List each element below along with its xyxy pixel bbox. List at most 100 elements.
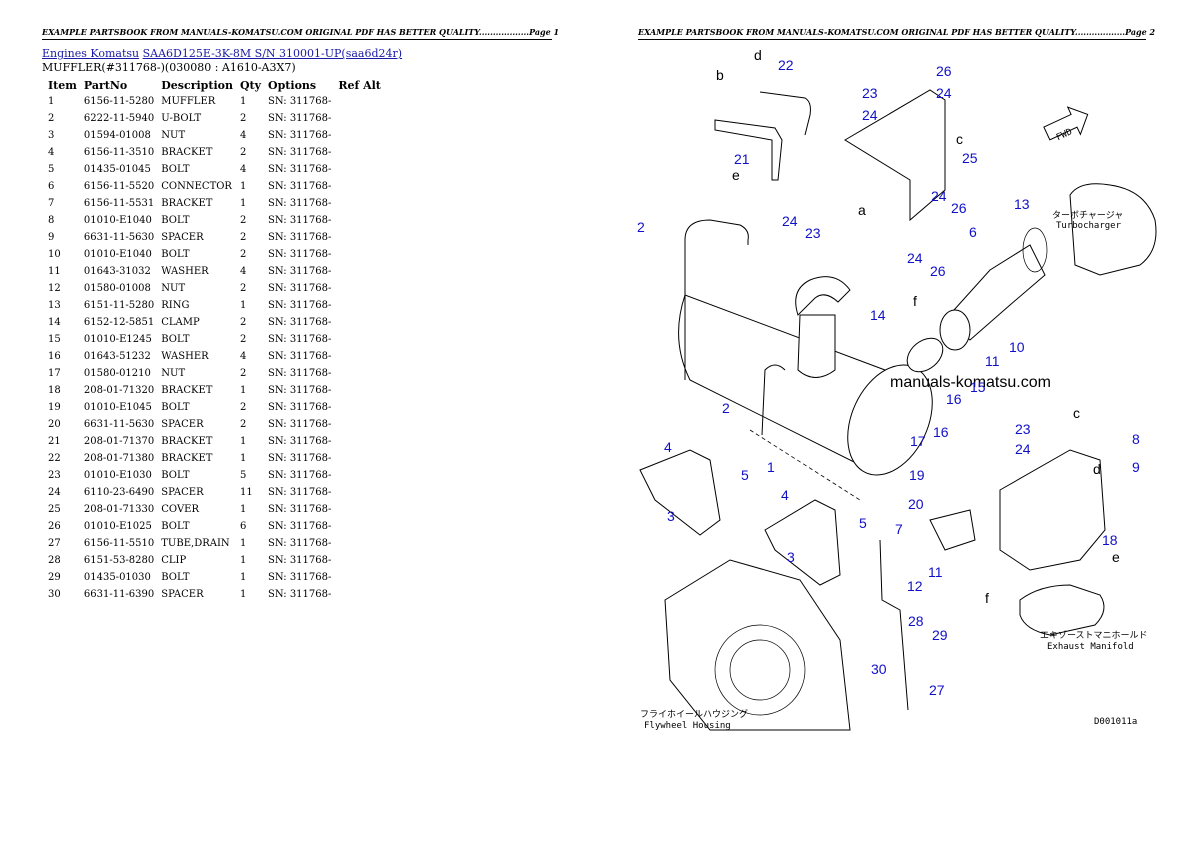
cell-qty: 2 (239, 215, 247, 226)
cell-ref-alt (334, 450, 384, 467)
connector-6 (944, 244, 1046, 341)
cell-options: SN: 311768- (268, 249, 332, 260)
cell-ref-alt (334, 229, 384, 246)
cell-description: NUT (161, 130, 186, 141)
cell-qty: 2 (239, 147, 247, 158)
page-header-1: EXAMPLE PARTSBOOK FROM MANUALS-KOMATSU.C… (42, 27, 559, 40)
cell-ref-alt (334, 518, 384, 535)
cell-partno: 01643-51232 (83, 351, 151, 362)
bracket-left-upper (639, 449, 721, 536)
callout-26-mid: 26 (951, 200, 967, 216)
cell-item: 15 (48, 334, 61, 345)
callout-24-mid: 24 (931, 188, 947, 204)
drawing-code: D001011a (1094, 717, 1137, 727)
cell-ref-alt (334, 161, 384, 178)
cell-options: SN: 311768- (268, 266, 332, 277)
breadcrumb: Engines Komatsu SAA6D125E-3K-8M S/N 3100… (42, 47, 402, 60)
cell-description: SPACER (161, 589, 204, 600)
muffler-inlet-pipe (797, 314, 836, 378)
cell-partno: 6156-11-3510 (83, 147, 155, 158)
cell-item: 20 (48, 419, 61, 430)
callout-23-right: 23 (1015, 421, 1031, 437)
breadcrumb-link-model[interactable]: SAA6D125E-3K-8M S/N 310001-UP(saa6d24r) (142, 47, 403, 60)
cell-item: 14 (48, 317, 61, 328)
cell-item: 30 (48, 589, 61, 600)
muffler-center-line (749, 429, 861, 501)
cell-description: RING (161, 300, 190, 311)
cell-description: CONNECTOR (161, 181, 232, 192)
turbocharger-label-jp: ターボチャージャ (1052, 210, 1123, 221)
cell-partno: 01580-01008 (83, 283, 151, 294)
cell-item: 29 (48, 572, 61, 583)
callout-8: 8 (1132, 431, 1140, 447)
turbocharger-label: Turbocharger (1056, 221, 1122, 231)
cell-description: BOLT (161, 249, 190, 260)
ref-letter-d: d (754, 47, 762, 63)
cell-partno: 6110-23-6490 (83, 487, 155, 498)
bracket-top-21 (714, 119, 783, 181)
cell-partno: 6156-11-5510 (83, 538, 155, 549)
clamp-14 (906, 337, 944, 373)
cover-25 (844, 89, 946, 222)
exhaust-manifold (1019, 584, 1105, 636)
callout-9: 9 (1132, 459, 1140, 475)
cell-options: SN: 311768- (268, 317, 332, 328)
callout-28: 28 (908, 613, 924, 629)
column-header-item: Item (48, 78, 77, 92)
cell-description: NUT (161, 368, 186, 379)
ref-letter-f: f (913, 293, 917, 309)
cell-partno: 01643-31032 (83, 266, 151, 277)
callout-25: 25 (962, 150, 978, 166)
callout-3: 3 (667, 508, 675, 524)
callout-29: 29 (932, 627, 948, 643)
cell-description: WASHER (161, 351, 209, 362)
cell-item: 6 (48, 181, 55, 192)
cell-description: BOLT (161, 164, 190, 175)
cell-partno: 6631-11-5630 (83, 419, 155, 430)
cell-ref-alt (334, 552, 384, 569)
cell-qty: 1 (239, 504, 247, 515)
cell-description: TUBE,DRAIN (161, 538, 230, 549)
callout-24-low: 24 (907, 250, 923, 266)
cell-item: 8 (48, 215, 55, 226)
callout-4-lower: 4 (781, 487, 789, 503)
cell-partno: 01010-E1040 (83, 249, 152, 260)
cell-ref-alt (334, 484, 384, 501)
muffler-inlet-elbow (795, 276, 851, 316)
callout-7: 7 (895, 521, 903, 537)
ref-letter-e-right: e (1112, 549, 1120, 565)
cell-options: SN: 311768- (268, 232, 332, 243)
cell-description: MUFFLER (161, 96, 216, 107)
bracket-7 (929, 509, 976, 551)
cell-item: 22 (48, 453, 61, 464)
cell-qty: 4 (239, 164, 247, 175)
bracket-left-lower (764, 499, 841, 586)
cell-item: 28 (48, 555, 61, 566)
flywheel-inner (729, 639, 791, 701)
ref-letter-c: c (956, 131, 963, 147)
callout-22: 22 (778, 57, 794, 73)
cell-item: 5 (48, 164, 55, 175)
cell-item: 18 (48, 385, 61, 396)
cell-partno: 6151-53-8280 (83, 555, 155, 566)
cell-item: 3 (48, 130, 55, 141)
ref-letter-e: e (732, 167, 740, 183)
cell-qty: 5 (239, 470, 247, 481)
callout-16: 16 (946, 391, 962, 407)
cell-item: 7 (48, 198, 55, 209)
callout-14: 14 (870, 307, 886, 323)
drain-tube (879, 539, 909, 711)
breadcrumb-link-engines[interactable]: Engines Komatsu (42, 47, 140, 60)
callout-30: 30 (871, 661, 887, 677)
